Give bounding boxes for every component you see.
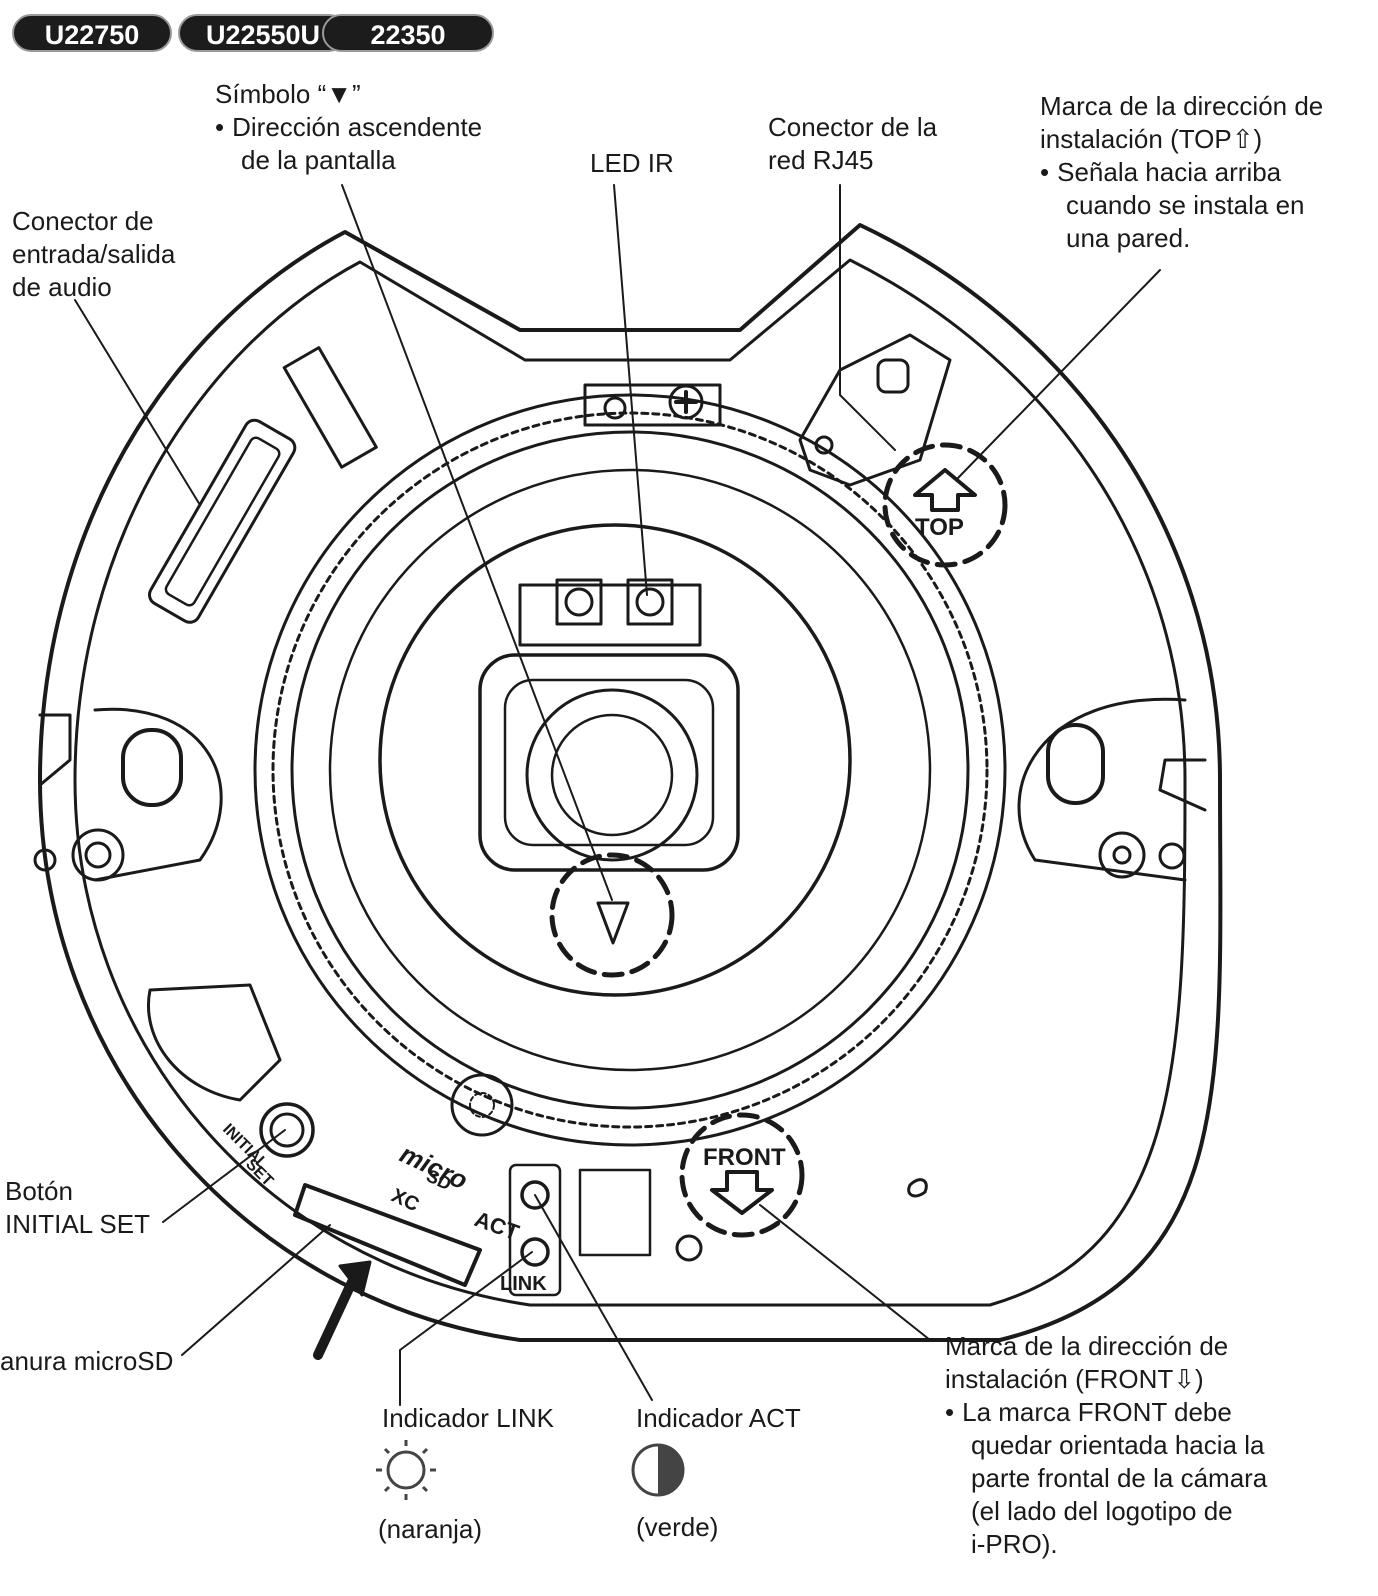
front-mark-label: Marca de la dirección de instalación (FR…	[945, 1330, 1267, 1561]
rotating-ring-outer	[253, 393, 1007, 1147]
leader-led-ir	[613, 184, 648, 596]
microsd-label: anura microSD	[0, 1346, 174, 1376]
leader-link	[399, 1251, 533, 1406]
ring-inner-2	[328, 468, 932, 1072]
link-color-label: (naranja)	[378, 1514, 483, 1544]
housing-inner	[73, 258, 1187, 1307]
top-mark-line2: instalación (TOP⇧)	[1040, 124, 1263, 154]
audio-line3: de audio	[12, 272, 112, 302]
act-led	[520, 1180, 550, 1210]
gear-ring	[271, 411, 989, 1129]
top-mark-line1: Marca de la dirección de	[1040, 91, 1324, 121]
insert-arrow-icon	[313, 1277, 357, 1360]
led-window-2	[626, 578, 674, 626]
rotating-ring-inner	[290, 430, 970, 1110]
device-top-text: TOP	[915, 514, 964, 541]
leader-act	[534, 1194, 653, 1401]
link-label: Indicador LINK	[382, 1403, 554, 1433]
leader-rj45	[839, 184, 896, 451]
knob	[450, 1073, 514, 1137]
lens	[525, 688, 699, 862]
link-indicator-icon	[376, 1440, 436, 1500]
top-mark-label: Marca de la dirección de instalación (TO…	[1040, 90, 1323, 255]
led-ir	[635, 587, 665, 617]
mount-hole-left	[121, 728, 183, 807]
top-mark-bullet1: Señala hacia arriba	[1040, 156, 1323, 189]
initial-set-label: Botón INITIAL SET	[5, 1175, 150, 1241]
front-mark-circle	[679, 1112, 805, 1238]
mount-hole-right	[1046, 723, 1105, 805]
initial-set-line1: Botón	[5, 1176, 73, 1206]
initial-set-button	[259, 1102, 315, 1158]
leader-symbol	[341, 184, 613, 901]
initial-set-line2: INITIAL SET	[5, 1209, 150, 1239]
leader-microsd	[181, 1224, 331, 1356]
screw-1	[603, 396, 627, 420]
front-mark-bullet1: La marca FRONT debe	[945, 1396, 1267, 1429]
rj45-line2: red RJ45	[768, 145, 874, 175]
front-arrow-icon	[710, 1170, 774, 1215]
audio-connector	[148, 418, 297, 624]
act-label: Indicador ACT	[636, 1403, 801, 1433]
front-mark-bullet3: parte frontal de la cámara	[971, 1463, 1268, 1493]
link-led	[520, 1237, 550, 1267]
model-badge-u22550u: U22550U	[178, 14, 348, 52]
lens-core	[550, 713, 674, 837]
symbol-label: Símbolo “▼” Dirección ascendente de la p…	[215, 78, 482, 177]
led-ir-label: LED IR	[590, 148, 674, 178]
top-arrow-icon	[913, 468, 977, 512]
act-indicator-icon	[631, 1443, 685, 1497]
led-1	[564, 587, 594, 617]
leader-top	[957, 269, 1161, 479]
screen-symbol-circle	[549, 852, 675, 978]
top-mark-bullet3: una pared.	[1066, 223, 1191, 253]
rj45-label: Conector de la red RJ45	[768, 111, 937, 177]
side-latch	[282, 346, 378, 469]
leader-initial-set	[162, 1129, 286, 1223]
leader-audio	[74, 299, 201, 506]
symbol-bullet: Dirección ascendente	[215, 111, 482, 144]
device-xc-text: XC	[388, 1185, 422, 1217]
device-link-text: LINK	[500, 1273, 547, 1295]
latch-lower-left	[147, 983, 282, 1102]
front-mark-bullet4: (el lado del logotipo de	[971, 1496, 1233, 1526]
front-mark-bullet2: quedar orientada hacia la	[971, 1430, 1265, 1460]
screw-2	[668, 384, 704, 420]
front-mark-line1: Marca de la dirección de	[945, 1331, 1229, 1361]
device-act-text: ACT	[471, 1206, 523, 1245]
audio-label: Conector de entrada/salida de audio	[12, 205, 175, 304]
down-triangle-icon	[596, 901, 630, 945]
lens-housing	[378, 523, 852, 997]
top-screw-bracket	[583, 383, 722, 427]
top-mark-circle	[882, 442, 1008, 568]
front-mark-line2: instalación (FRONT⇩)	[945, 1364, 1204, 1394]
front-mark-bullet5: i-PRO).	[971, 1529, 1058, 1559]
ir-led-holder	[518, 583, 702, 647]
mount-pad-left	[93, 707, 223, 882]
model-badge-22350: 22350	[322, 14, 494, 52]
rj45-line1: Conector de la	[768, 112, 938, 142]
lens-block	[478, 653, 740, 872]
symbol-bullet-cont: de la pantalla	[241, 145, 396, 175]
leader-front	[759, 1204, 931, 1341]
device-front-text: FRONT	[703, 1144, 786, 1171]
model-badge-u22750: U22750	[12, 14, 172, 52]
rj45-tab	[798, 333, 952, 487]
symbol-title: Símbolo “▼”	[215, 79, 361, 109]
lens-block-inner	[503, 678, 715, 847]
top-mark-bullet2: cuando se instala en	[1066, 190, 1305, 220]
audio-line1: Conector de	[12, 206, 154, 236]
act-color-label: (verde)	[636, 1512, 719, 1542]
audio-line2: entrada/salida	[12, 239, 176, 269]
housing-outer	[38, 223, 1223, 1342]
microsd-slot	[293, 1183, 482, 1287]
led-window-1	[555, 578, 603, 626]
mount-pad-right	[1017, 697, 1187, 882]
